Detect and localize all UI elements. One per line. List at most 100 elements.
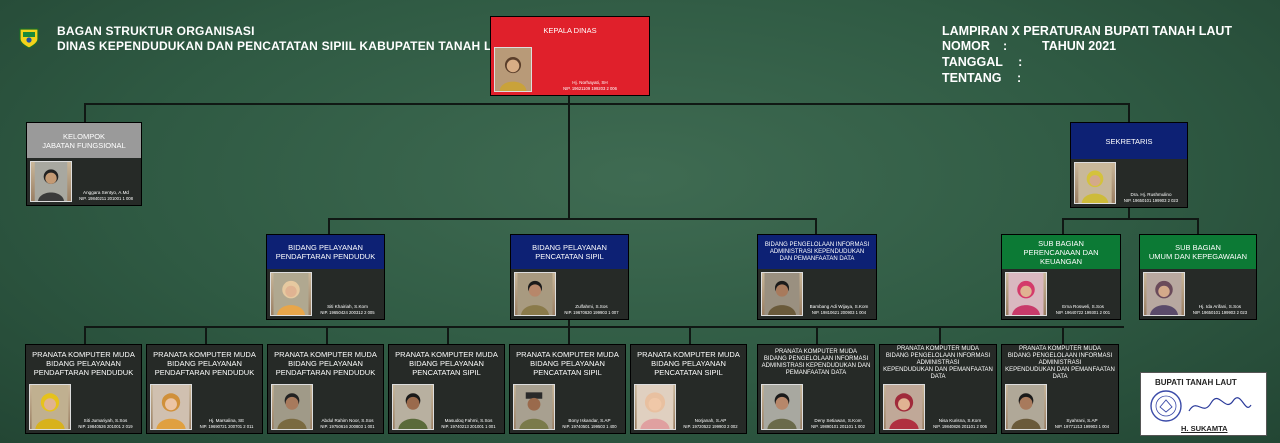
portrait-icon — [513, 384, 555, 430]
portrait-icon — [29, 384, 71, 430]
regulation-nomor-sep: : — [1003, 39, 1008, 53]
node-title: PRANATA KOMPUTER MUDA BIDANG PENGELOLAAN… — [1002, 345, 1118, 381]
node-name: Nisa Kurisna, S.Kom — [938, 418, 982, 423]
portrait-icon — [30, 161, 72, 202]
node-name: Norjanah, S.AP — [694, 418, 727, 423]
chart-title: BAGAN STRUKTUR ORGANISASI — [57, 24, 255, 38]
node-nip: NIP. 19740501 199503 1 400 — [562, 424, 617, 429]
node-nip: NIP. 19650424 200312 2 005 — [320, 310, 375, 315]
official-seal-icon — [1149, 389, 1183, 423]
portrait-icon — [1005, 384, 1047, 430]
node-name: Erna Rosweli, S.Sos — [1062, 304, 1104, 309]
node-title: PRANATA KOMPUTER MUDA BIDANG PENGELOLAAN… — [880, 345, 996, 381]
node-title: SEKRETARIS — [1071, 123, 1187, 159]
node-title: PRANATA KOMPUTER MUDA BIDANG PELAYANAN P… — [26, 345, 141, 381]
node-pranata-3: PRANATA KOMPUTER MUDA BIDANG PELAYANAN P… — [267, 344, 384, 434]
node-title: BIDANG PELAYANAN PENDAFTARAN PENDUDUK — [267, 235, 384, 269]
node-pranata-6: PRANATA KOMPUTER MUDA BIDANG PELAYANAN P… — [630, 344, 747, 434]
node-name: Deny Setiawan, S.Kom — [814, 418, 862, 423]
node-pranata-8: PRANATA KOMPUTER MUDA BIDANG PENGELOLAAN… — [879, 344, 997, 434]
node-name: Siti Khairiah, S.Kom — [327, 304, 368, 309]
node-title: PRANATA KOMPUTER MUDA BIDANG PELAYANAN P… — [268, 345, 383, 381]
node-nip: NIP. 19650101 199903 2 023 — [1192, 310, 1248, 315]
node-title: PRANATA KOMPUTER MUDA BIDANG PELAYANAN P… — [389, 345, 504, 381]
portrait-icon — [270, 272, 312, 316]
node-title: PRANATA KOMPUTER MUDA BIDANG PELAYANAN P… — [147, 345, 262, 381]
portrait-icon — [634, 384, 676, 430]
node-nip: NIP. 19621109 199203 2 006 — [563, 86, 617, 91]
node-pranata-1: PRANATA KOMPUTER MUDA BIDANG PELAYANAN P… — [25, 344, 142, 434]
node-title: KELOMPOK JABATAN FUNGSIONAL — [27, 123, 141, 158]
node-name: Zulfahmi, S.Sos — [575, 304, 608, 309]
node-name: Hj. Marsalina, SE — [208, 418, 245, 423]
portrait-icon — [761, 272, 803, 316]
node-title: BIDANG PENGELOLAAN INFORMASI ADMINISTRAS… — [758, 235, 876, 269]
node-name: Abdul Rahim Noor, S.Sos — [321, 418, 374, 423]
portrait-icon — [150, 384, 192, 430]
node-nip: NIP. 19840826 201101 2 006 — [933, 424, 987, 429]
node-title: KEPALA DINAS — [491, 17, 649, 44]
node-nip: NIP. 19650101 199903 2 023 — [1123, 198, 1179, 203]
portrait-icon — [883, 384, 925, 430]
node-nip: NIP. 19810621 200903 1 004 — [811, 310, 867, 315]
node-title: SUB BAGIAN PERENCANAAN DAN KEUANGAN — [1002, 235, 1120, 269]
node-title: PRANATA KOMPUTER MUDA BIDANG PELAYANAN P… — [510, 345, 625, 381]
node-pranata-5: PRANATA KOMPUTER MUDA BIDANG PELAYANAN P… — [509, 344, 626, 434]
portrait-icon — [761, 384, 803, 430]
node-subbag-umum: SUB BAGIAN UMUM DAN KEPEGAWAIAN Hj. Ida … — [1139, 234, 1257, 320]
node-name: Hj. Ida Arifani, S.Sos — [1198, 304, 1242, 309]
node-subbag-perencanaan: SUB BAGIAN PERENCANAAN DAN KEUANGAN Erna… — [1001, 234, 1121, 320]
portrait-icon — [1143, 272, 1185, 316]
node-name: Bony Iskandar, S.AP — [568, 418, 611, 423]
node-nip: NIP. 19640722 199301 2 001 — [1055, 310, 1111, 315]
node-title: PRANATA KOMPUTER MUDA BIDANG PENGELOLAAN… — [758, 345, 874, 381]
portrait-icon — [514, 272, 556, 316]
node-nip: NIP. 19890101 201101 1 002 — [811, 424, 865, 429]
node-pranata-7: PRANATA KOMPUTER MUDA BIDANG PENGELOLAAN… — [757, 344, 875, 434]
node-pranata-2: PRANATA KOMPUTER MUDA BIDANG PELAYANAN P… — [146, 344, 263, 434]
portrait-icon — [1005, 272, 1047, 316]
node-name: Bambang Adi Wijaya, S.Kom — [809, 304, 869, 309]
chart-subtitle: DINAS KEPENDUDUKAN DAN PENCATATAN SIPIIL… — [57, 39, 517, 53]
node-bidang-pendaftaran: BIDANG PELAYANAN PENDAFTARAN PENDUDUK Si… — [266, 234, 385, 320]
regulation-nomor-label: NOMOR — [942, 39, 990, 53]
node-bidang-pengelolaan: BIDANG PENGELOLAAN INFORMASI ADMINISTRAS… — [757, 234, 877, 320]
signature-title: BUPATI TANAH LAUT — [1155, 378, 1237, 387]
node-bidang-pencatatan: BIDANG PELAYANAN PENCATATAN SIPIL Zulfah… — [510, 234, 629, 320]
portrait-icon — [392, 384, 434, 430]
node-name: Masudoq Fahmi, S.Sos — [444, 418, 493, 423]
node-nip: NIP. 19750616 200803 1 001 — [320, 424, 375, 429]
node-nip: NIP. 19840526 201001 2 019 — [78, 424, 133, 429]
node-pranata-4: PRANATA KOMPUTER MUDA BIDANG PELAYANAN P… — [388, 344, 505, 434]
node-pranata-9: PRANATA KOMPUTER MUDA BIDANG PENGELOLAAN… — [1001, 344, 1119, 434]
regulation-tahun: TAHUN 2021 — [1042, 39, 1117, 53]
node-nip: NIP. 19690721 200701 2 011 — [199, 424, 254, 429]
signature-name: H. SUKAMTA — [1181, 424, 1228, 433]
node-nip: NIP. 19740213 201001 1 001 — [441, 424, 496, 429]
node-name: Siti Jumariyah, S.Sos — [83, 418, 128, 423]
regulation-tanggal: TANGGAL : — [942, 55, 1023, 69]
node-name: Dra. Hj. Rushmulino — [1130, 192, 1172, 197]
signature-block: BUPATI TANAH LAUT H. SUKAMTA — [1140, 372, 1267, 436]
node-name: Hj. Norhayati, SH — [572, 80, 608, 85]
regulation-tentang: TENTANG : — [942, 71, 1022, 85]
signature-scribble-icon — [1185, 393, 1255, 419]
regency-logo-icon — [17, 25, 41, 49]
